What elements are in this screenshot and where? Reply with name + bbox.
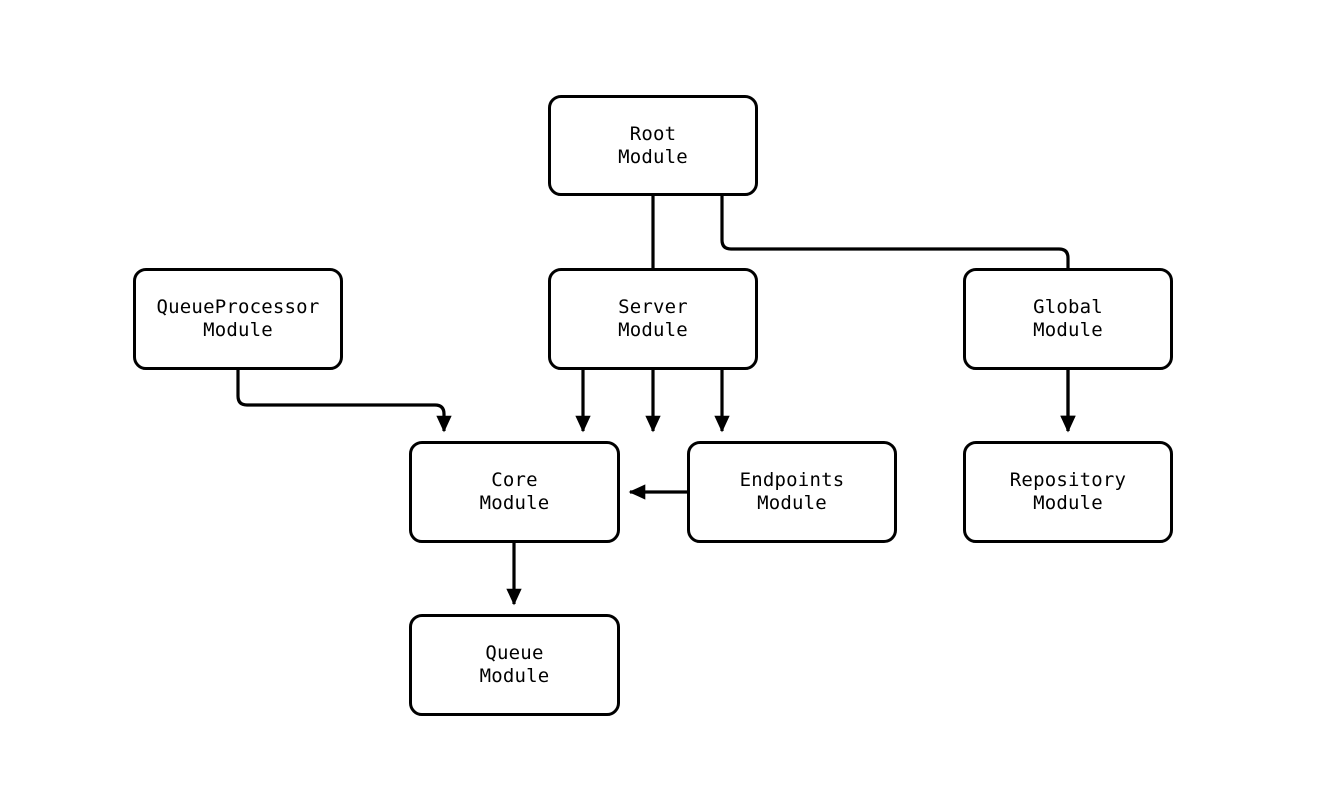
node-global-label: Global Module <box>1033 296 1103 341</box>
node-queueprocessor[interactable]: QueueProcessor Module <box>133 268 343 370</box>
node-queue[interactable]: Queue Module <box>409 614 620 716</box>
node-repository-label: Repository Module <box>1009 469 1127 514</box>
node-queueprocessor-label: QueueProcessor Module <box>156 296 320 341</box>
node-server-label: Server Module <box>618 296 688 341</box>
node-root[interactable]: Root Module <box>548 95 758 196</box>
node-root-label: Root Module <box>618 122 688 168</box>
edge-root-to-global <box>720 196 1076 433</box>
node-core-label: Core Module <box>479 469 550 514</box>
edge-queueprocessor-to-core <box>236 370 452 433</box>
node-core[interactable]: Core Module <box>409 441 620 543</box>
node-global[interactable]: Global Module <box>963 268 1173 370</box>
edges-group <box>236 196 1076 606</box>
node-endpoints[interactable]: Endpoints Module <box>687 441 897 543</box>
node-endpoints-label: Endpoints Module <box>739 469 845 514</box>
node-repository[interactable]: Repository Module <box>963 441 1173 543</box>
node-server[interactable]: Server Module <box>548 268 758 370</box>
node-queue-label: Queue Module <box>479 642 550 687</box>
